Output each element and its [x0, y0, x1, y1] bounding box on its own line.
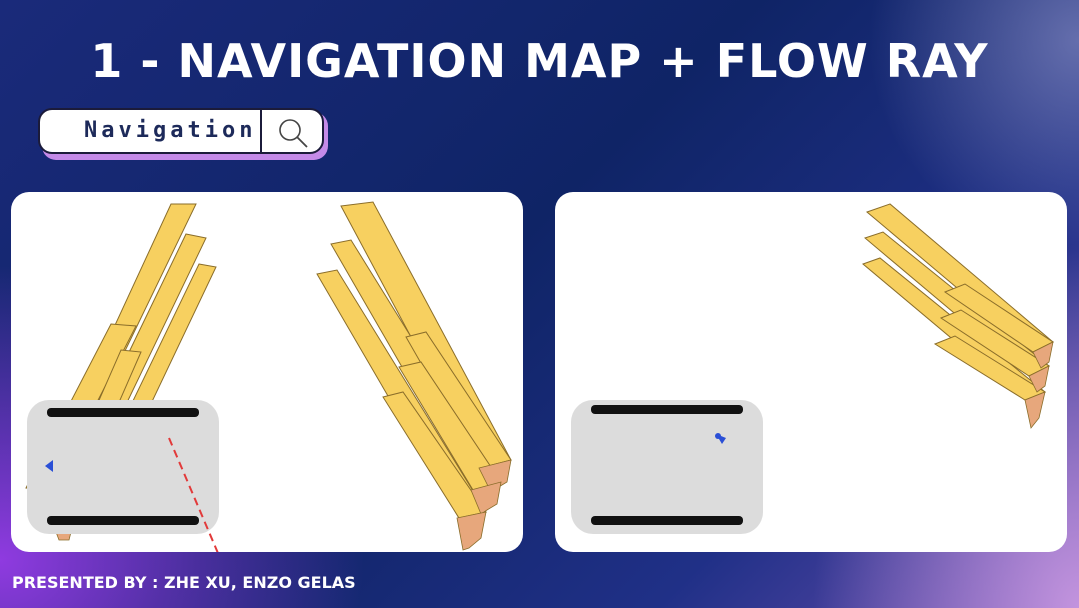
right-shelf-stack: [316, 201, 512, 519]
minimap-wall-bottom: [591, 516, 743, 525]
right-panel-brackets: [1024, 341, 1054, 429]
right-viewport-panel[interactable]: [555, 192, 1067, 552]
shelf-brackets: [55, 459, 512, 551]
right-shelf-scene: [862, 203, 1054, 429]
presenter-credits: PRESENTED BY : ZHE XU, ENZO GELAS: [12, 573, 356, 592]
minimap-wall-top: [47, 408, 199, 417]
minimap-wall-bottom: [47, 516, 199, 525]
search-icon[interactable]: [276, 116, 310, 154]
minimap-wall-top: [591, 405, 743, 414]
page-title: 1 - NAVIGATION MAP + FLOW RAY: [90, 34, 989, 88]
right-minimap: [571, 400, 763, 534]
search-divider: [260, 110, 262, 154]
search-label: Navigation: [84, 118, 257, 143]
search-box[interactable]: Navigation: [38, 108, 324, 154]
left-minimap: [27, 400, 219, 534]
position-marker-icon: [45, 460, 53, 472]
navigation-search[interactable]: Navigation: [38, 108, 328, 160]
left-viewport-panel[interactable]: [11, 192, 523, 552]
right-panel-shelf-stack: [862, 203, 1054, 401]
